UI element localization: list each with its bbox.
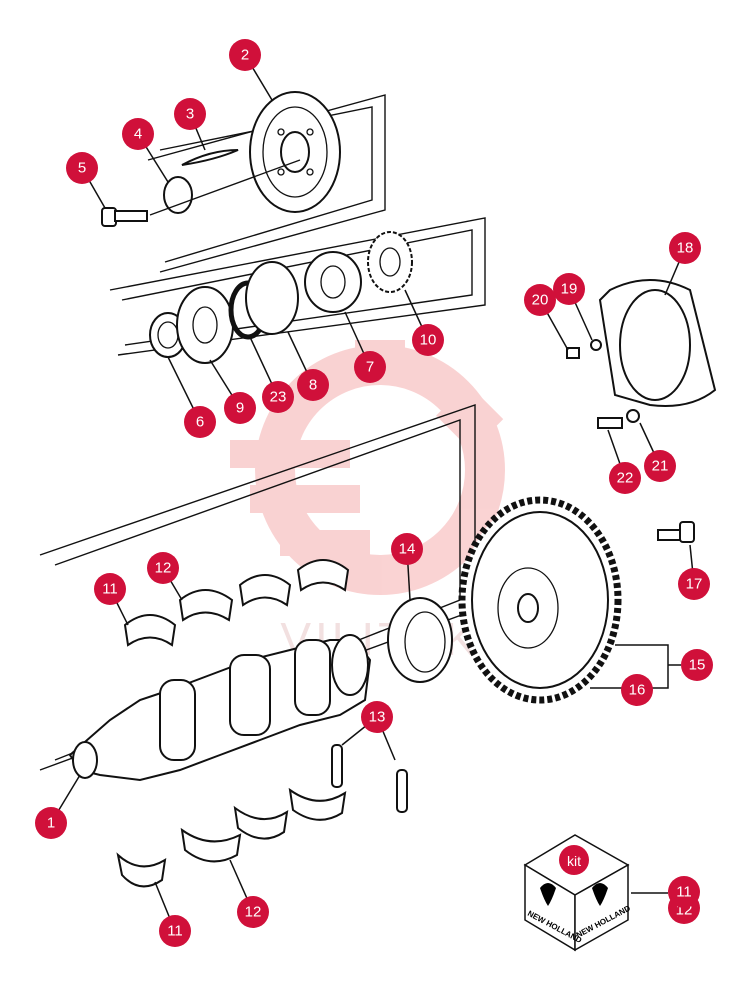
svg-text:11: 11 xyxy=(676,884,692,901)
new-holland-leaf-icon xyxy=(540,883,608,906)
callout-3: 3 xyxy=(174,98,206,130)
svg-text:14: 14 xyxy=(399,541,416,558)
woodruff-key xyxy=(181,149,239,166)
pulley xyxy=(249,91,341,213)
svg-text:18: 18 xyxy=(677,240,694,257)
callout-23: 23 xyxy=(262,381,294,413)
callout-22: 22 xyxy=(609,462,641,494)
cover-bolt-upper xyxy=(566,339,602,359)
callout-8: 8 xyxy=(297,369,329,401)
callout-19: 19 xyxy=(553,273,585,305)
kit-label: kit xyxy=(567,853,581,869)
pulley-bolt xyxy=(101,207,148,227)
flywheel-bolt xyxy=(657,521,695,543)
svg-text:22: 22 xyxy=(617,470,634,487)
callout-11-upper: 11 xyxy=(94,573,126,605)
svg-text:1: 1 xyxy=(47,815,55,832)
svg-text:6: 6 xyxy=(196,414,204,431)
dowel-pin xyxy=(396,769,408,813)
svg-text:4: 4 xyxy=(134,126,142,143)
svg-text:11: 11 xyxy=(102,581,118,598)
callout-15: 15 xyxy=(681,649,713,681)
timing-gear xyxy=(367,231,413,293)
callout-6: 6 xyxy=(184,406,216,438)
svg-text:11: 11 xyxy=(167,923,183,940)
cover-bolt-lower xyxy=(597,409,640,429)
svg-text:15: 15 xyxy=(689,657,706,674)
svg-text:3: 3 xyxy=(186,106,194,123)
callout-13: 13 xyxy=(361,701,393,733)
callout-11-kit: 11 xyxy=(668,876,700,908)
thrust-washer xyxy=(304,251,362,313)
svg-text:19: 19 xyxy=(561,281,578,298)
callout-2: 2 xyxy=(229,39,261,71)
callout-18: 18 xyxy=(669,232,701,264)
gear-group-frame xyxy=(109,217,486,356)
callout-11-lower: 11 xyxy=(159,915,191,947)
svg-text:17: 17 xyxy=(686,576,703,593)
callout-21: 21 xyxy=(644,450,676,482)
washer xyxy=(163,176,193,214)
callout-16: 16 xyxy=(621,674,653,706)
svg-text:9: 9 xyxy=(236,400,244,417)
svg-text:23: 23 xyxy=(270,389,287,406)
svg-text:8: 8 xyxy=(309,377,317,394)
bearing-shell-upper xyxy=(123,559,350,647)
callout-5: 5 xyxy=(66,152,98,184)
svg-text:13: 13 xyxy=(369,709,386,726)
dowel-pin xyxy=(331,744,343,788)
callout-4: 4 xyxy=(122,118,154,150)
callout-14: 14 xyxy=(391,533,423,565)
kit-box: kit NEW HOLLAND NEW HOLLAND xyxy=(523,834,632,952)
svg-text:12: 12 xyxy=(245,904,262,921)
callout-12-lower: 12 xyxy=(237,896,269,928)
svg-text:2: 2 xyxy=(241,47,249,64)
callout-1: 1 xyxy=(35,807,67,839)
svg-text:10: 10 xyxy=(420,332,437,349)
callout-17: 17 xyxy=(678,568,710,600)
svg-text:7: 7 xyxy=(366,359,374,376)
svg-text:20: 20 xyxy=(532,292,549,309)
callout-12-upper: 12 xyxy=(147,552,179,584)
svg-text:5: 5 xyxy=(78,160,86,177)
flange xyxy=(176,286,234,364)
callout-20: 20 xyxy=(524,284,556,316)
svg-text:21: 21 xyxy=(652,458,669,475)
rear-oil-seal xyxy=(387,597,453,683)
oil-seal xyxy=(245,261,299,335)
svg-text:16: 16 xyxy=(629,682,646,699)
crankshaft xyxy=(68,634,372,782)
kit-badge: kit xyxy=(559,845,589,875)
bearing-shell-lower xyxy=(116,787,347,888)
callout-7: 7 xyxy=(354,351,386,383)
callout-10: 10 xyxy=(412,324,444,356)
rear-cover xyxy=(598,279,717,407)
svg-text:12: 12 xyxy=(155,560,172,577)
callout-9: 9 xyxy=(224,392,256,424)
flywheel xyxy=(458,496,622,704)
